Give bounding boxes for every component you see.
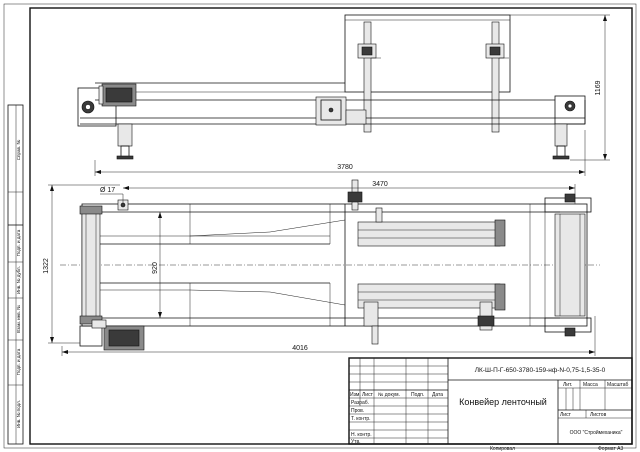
dim-height-side-label: 1169 — [595, 80, 602, 95]
dim-width-belt: 920 — [152, 212, 162, 318]
dim-length-total: 4016 — [61, 316, 596, 356]
side-view — [77, 14, 586, 160]
row-prov: Пров. — [351, 408, 364, 414]
col-list: Лист — [362, 392, 374, 398]
stamp-replace-inv: Взам. инв. № — [16, 305, 21, 333]
row-nkontr: Н. контр. — [351, 432, 372, 438]
dim-length-total-label: 4016 — [292, 345, 308, 352]
dim-length-top: 3780 — [94, 130, 586, 176]
dim-width-belt-label: 920 — [152, 262, 159, 274]
stamp-orig-inv: Инв. № подл. — [16, 400, 21, 428]
company-name: ООО "Строймеханика" — [570, 429, 623, 436]
label-format: Формат А3 — [598, 446, 623, 452]
product-name: Конвейер ленточный — [459, 397, 547, 407]
designation: ЛК-Ш-П-Г-650-3780-159-нф-N-0,75-1,5-35-0 — [475, 367, 606, 374]
label-sheets: Листов — [590, 412, 607, 418]
stamp-inv-ref: Справ. № — [16, 140, 21, 161]
dim-diameter-label: Ø 17 — [100, 187, 115, 194]
dim-height-side: 1169 — [510, 14, 610, 161]
label-scale: Масштаб — [607, 382, 629, 388]
label-mass: Масса — [583, 382, 598, 388]
dim-width-total-label: 1322 — [43, 258, 50, 274]
label-sheet: Лист — [560, 412, 572, 418]
col-izm: Изм. — [350, 392, 361, 398]
label-copied: Копировал — [490, 446, 515, 452]
stamp-sign-date-1: Подп. и дата — [16, 229, 21, 256]
drawing-frame — [3, 3, 637, 449]
side-stamps: Справ. № Подп. и дата Инв. № дубл. Взам.… — [16, 140, 21, 428]
dim-length-inner: 3470 Ø 17 — [100, 181, 576, 204]
top-view — [60, 179, 600, 351]
label-lit: Лит. — [563, 382, 572, 388]
row-utv: Утв. — [351, 439, 361, 445]
stamp-sign-date-2: Подп. и дата — [16, 348, 21, 375]
dim-width-total: 1322 — [43, 184, 120, 344]
col-doc: № докум. — [378, 392, 400, 398]
row-tkontr: Т. контр. — [351, 416, 371, 422]
dim-length-top-label: 3780 — [337, 164, 353, 171]
col-sign: Подп. — [411, 392, 424, 398]
row-razrab: Разраб. — [351, 400, 369, 406]
title-block: ЛК-Ш-П-Г-650-3780-159-нф-N-0,75-1,5-35-0… — [348, 357, 633, 445]
dim-length-inner-label: 3470 — [372, 181, 388, 188]
stamp-dup-inv: Инв. № дубл. — [16, 266, 21, 294]
col-date: Дата — [432, 392, 443, 398]
